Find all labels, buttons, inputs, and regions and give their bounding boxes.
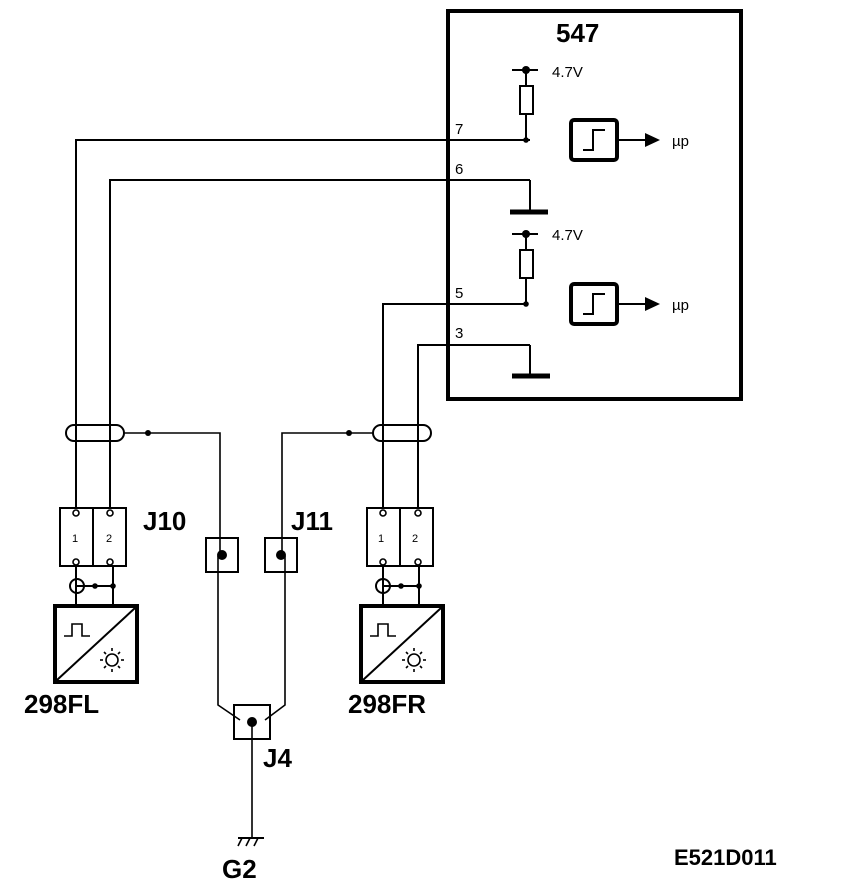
drawing-code: E521D011 bbox=[674, 845, 777, 870]
ecu-label: 547 bbox=[556, 18, 599, 48]
j11-label: J11 bbox=[291, 506, 333, 536]
sensor-298fl bbox=[53, 604, 139, 684]
output-label-upper: µp bbox=[672, 133, 689, 150]
ecu-pin-5: 5 bbox=[455, 285, 463, 302]
j4-label: J4 bbox=[263, 743, 292, 773]
right-connector bbox=[366, 507, 434, 606]
left-connector-pin-1: 1 bbox=[72, 533, 78, 545]
ground-label: G2 bbox=[222, 854, 257, 884]
drain-left bbox=[124, 432, 221, 556]
j10-label: J10 bbox=[143, 506, 186, 536]
lower-input-circuit bbox=[512, 230, 660, 379]
pullup-resistor-lower bbox=[519, 249, 534, 279]
sensor-right-label: 298FR bbox=[348, 689, 426, 719]
drain-right bbox=[281, 432, 373, 556]
ecu-pin-3: 3 bbox=[455, 325, 463, 342]
shield-left bbox=[65, 424, 125, 442]
j11-block bbox=[264, 537, 298, 573]
output-arrow-upper bbox=[645, 133, 660, 147]
chassis-ground-icon bbox=[237, 837, 264, 847]
supply-label-lower: 4.7V bbox=[552, 227, 583, 244]
right-connector-pin-1: 1 bbox=[378, 533, 384, 545]
sensor-gear-icon bbox=[105, 653, 119, 667]
left-connector bbox=[59, 507, 127, 606]
right-connector-pin-2: 2 bbox=[412, 533, 418, 545]
j10-block bbox=[205, 537, 239, 573]
sensor-298fr bbox=[359, 604, 445, 684]
shield-drain-wires bbox=[124, 430, 373, 838]
wire-pin7 bbox=[75, 139, 530, 508]
j11-to-j4 bbox=[264, 556, 286, 721]
supply-label-upper: 4.7V bbox=[552, 64, 583, 81]
upper-input-circuit bbox=[510, 66, 660, 215]
output-label-lower: µp bbox=[672, 297, 689, 314]
ecu-pin-7: 7 bbox=[455, 121, 463, 138]
wire-pin3 bbox=[417, 344, 530, 508]
left-connector-pin-2: 2 bbox=[106, 533, 112, 545]
output-arrow-lower bbox=[645, 297, 660, 311]
j10-to-j4 bbox=[217, 556, 241, 721]
sensor-left-label: 298FL bbox=[24, 689, 99, 719]
left-sensor-wires bbox=[75, 139, 530, 508]
sensor-gear-icon bbox=[407, 653, 421, 667]
ecu-547-box bbox=[446, 9, 743, 401]
ecu-pin-6: 6 bbox=[455, 161, 463, 178]
j4-block bbox=[233, 704, 271, 740]
shield-right bbox=[372, 424, 432, 442]
wire-pin6 bbox=[109, 179, 530, 508]
pullup-resistor-upper bbox=[519, 85, 534, 115]
